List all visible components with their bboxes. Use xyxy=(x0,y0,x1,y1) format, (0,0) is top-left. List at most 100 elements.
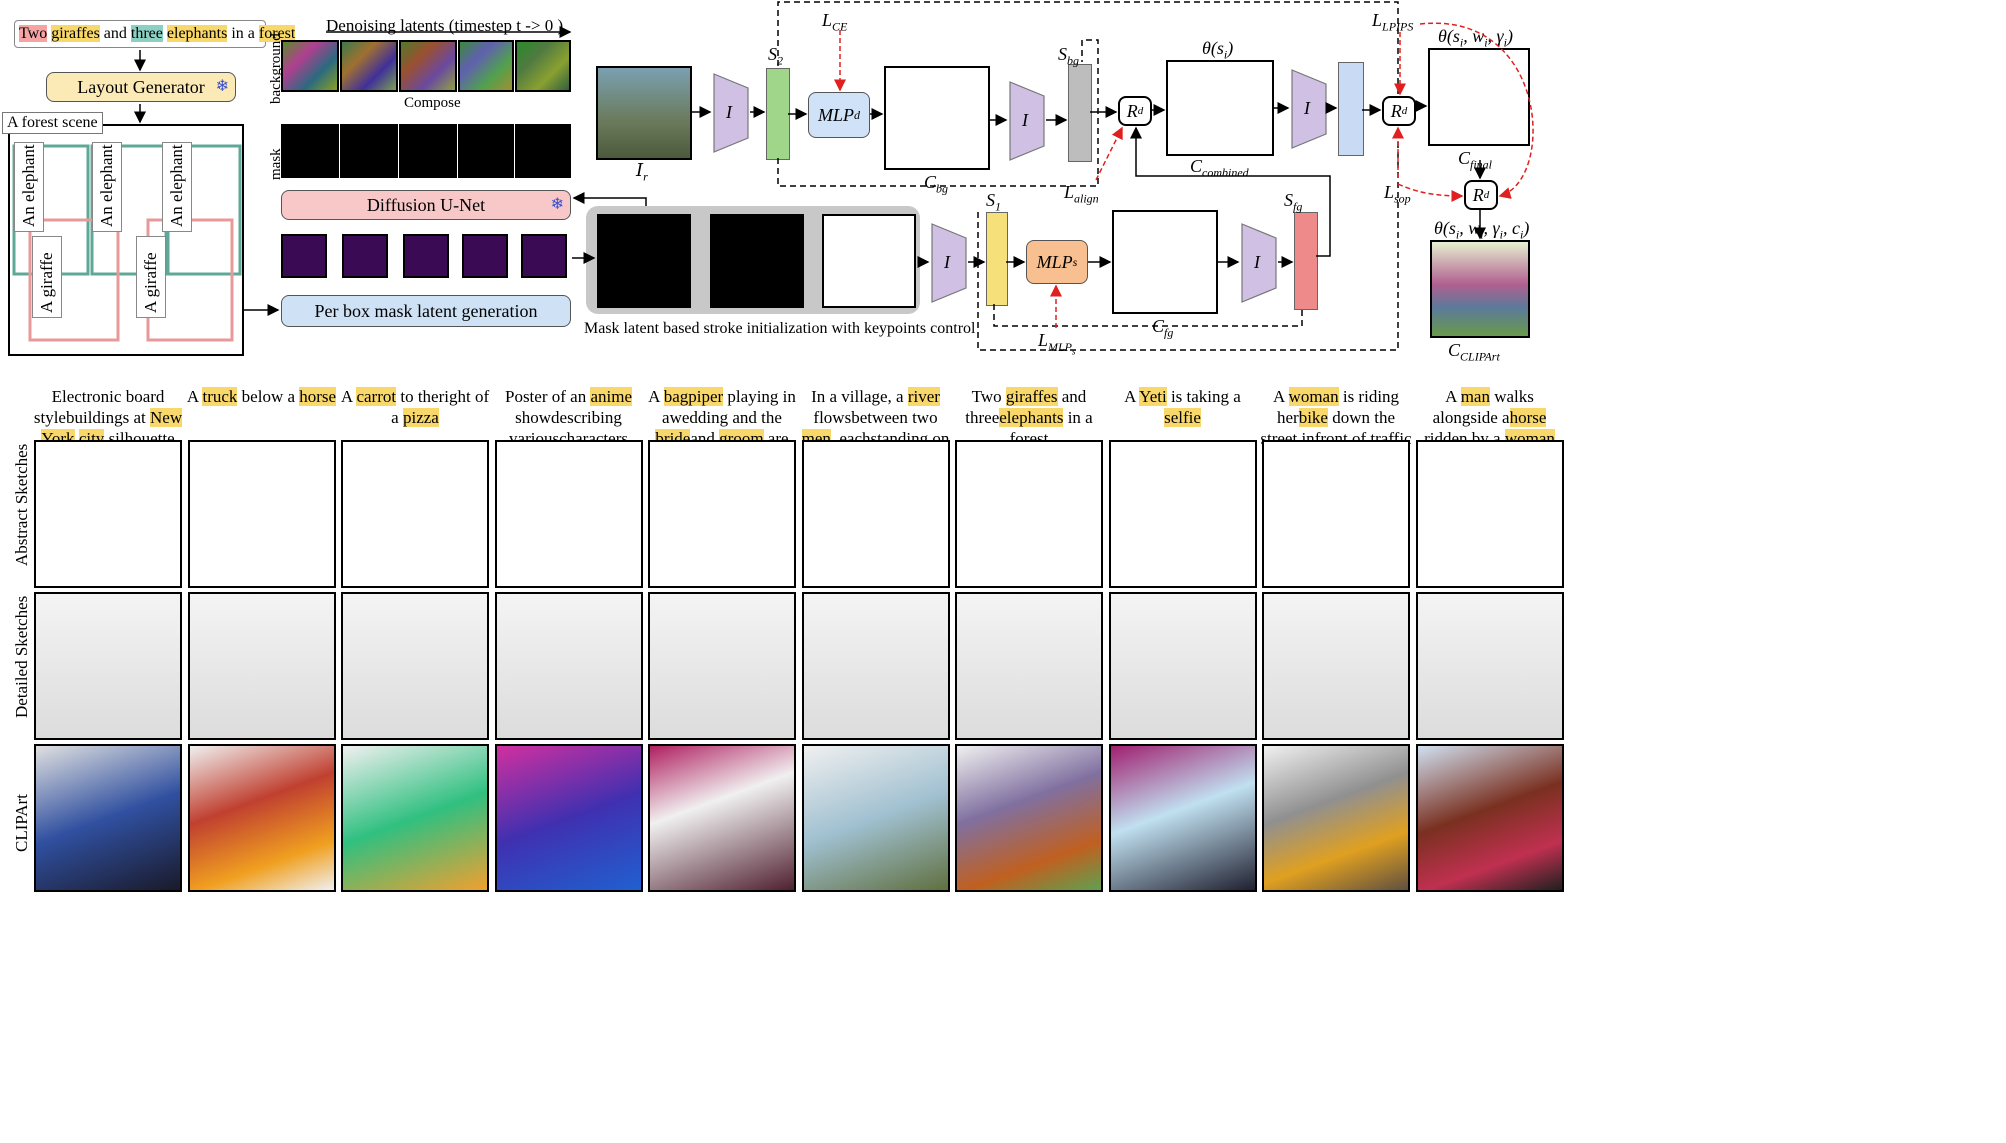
caption-part: is riding her xyxy=(1276,387,1400,427)
detailed-sketch-tile xyxy=(648,592,796,740)
abstract-sketch-tile xyxy=(494,440,643,588)
caption-part: river xyxy=(907,387,940,406)
reference-image xyxy=(596,66,692,160)
prompt-part: elephants xyxy=(166,25,228,42)
caption-part: is taking a xyxy=(1166,387,1241,406)
caption-part: bagpiper xyxy=(663,387,724,406)
background-latent-tile xyxy=(340,40,398,92)
caption-part: playing in a xyxy=(662,387,796,427)
layout-generator-box: Layout Generator ❄ xyxy=(46,72,236,102)
detailed-sketch-tile xyxy=(494,592,643,740)
column-caption: Poster of an anime showdescribing variou… xyxy=(491,386,647,449)
box-label-elephant: An elephant xyxy=(14,142,44,232)
caption-part: selfie xyxy=(1164,408,1201,427)
encoder-i-3: I xyxy=(1291,69,1327,149)
per-box-generation-label: Per box mask latent generation xyxy=(314,300,538,321)
caption-part: A xyxy=(1445,387,1461,406)
clipart-tile xyxy=(648,744,796,892)
cclipart-image xyxy=(1430,240,1530,338)
per-box-mask-tile xyxy=(342,234,388,278)
caption-part: horse xyxy=(299,387,337,406)
per-box-mask-tile xyxy=(462,234,508,278)
diagram-connectors xyxy=(134,1,1534,351)
detailed-sketch-tile xyxy=(187,592,336,740)
detailed-sketch-tile xyxy=(801,592,950,740)
column-caption: A Yeti is taking a selfie xyxy=(1105,386,1261,428)
loss-align: Lalign xyxy=(1064,182,1099,206)
caption-part: New xyxy=(150,408,183,427)
background-latent-tile xyxy=(399,40,457,92)
box-label-giraffe: A giraffe xyxy=(136,236,166,318)
caption-part: A xyxy=(648,387,664,406)
sbg-vector xyxy=(1068,64,1092,162)
caption-part: A xyxy=(340,387,357,406)
caption-part: A xyxy=(1124,387,1140,406)
prompt-part: in a xyxy=(231,25,255,42)
loss-lpips: LLPIPS xyxy=(1372,10,1414,34)
sfg-vector xyxy=(1294,212,1318,310)
box-label-elephant: An elephant xyxy=(162,142,192,232)
caption-part: man xyxy=(1460,387,1490,406)
abstract-sketch-tile xyxy=(801,440,950,588)
clipart-tile xyxy=(801,744,950,892)
sfg-symbol: Sfg xyxy=(1284,190,1303,214)
caption-part: horse xyxy=(1509,408,1547,427)
per-box-generation-box: Per box mask latent generation xyxy=(281,295,571,327)
caption-part: buildings at xyxy=(65,408,151,427)
encoder-i-1: I xyxy=(713,73,749,153)
stroke-mask-tile xyxy=(597,214,691,308)
caption-part: bike xyxy=(1298,408,1328,427)
caption-part: giraffes xyxy=(1005,387,1058,406)
caption-part: A xyxy=(186,387,203,406)
caption-part: wedding and the xyxy=(669,408,782,427)
ccombined-sketch xyxy=(1166,60,1274,156)
svg-text:I: I xyxy=(943,252,951,272)
caption-part: right of a xyxy=(391,387,490,427)
frozen-icon: ❄ xyxy=(550,196,564,213)
sbg-symbol: Sbg xyxy=(1058,44,1079,68)
svg-text:I: I xyxy=(1021,110,1029,130)
caption-part: elephants xyxy=(999,408,1064,427)
abstract-sketch-tile xyxy=(955,440,1103,588)
caption-part: truck xyxy=(202,387,238,406)
clipart-tile xyxy=(1108,744,1257,892)
svg-text:I: I xyxy=(725,102,733,122)
ir-symbol: Ir xyxy=(636,160,648,184)
cbg-sketch xyxy=(884,66,990,170)
column-caption: Two giraffes and threeelephants in a for… xyxy=(951,386,1107,449)
caption-part: In a village, a xyxy=(811,387,908,406)
caption-part: walks alongside a xyxy=(1432,387,1534,427)
caption-part: Poster of an xyxy=(504,387,591,406)
cfg-symbol: Cfg xyxy=(1152,316,1174,340)
compose-label: Compose xyxy=(404,95,461,111)
detailed-sketch-tile xyxy=(955,592,1103,740)
caption-part: below a xyxy=(237,387,300,406)
detailed-sketch-tile xyxy=(1262,592,1410,740)
caption-part: pizza xyxy=(402,408,439,427)
loss-ce: LCE xyxy=(822,10,848,34)
prompt-box: Two giraffes and three elephants in a fo… xyxy=(14,20,296,48)
s1-vector xyxy=(986,212,1008,306)
caption-part: between two xyxy=(851,408,938,427)
diffusion-unet-label: Diffusion U-Net xyxy=(366,194,486,215)
detailed-sketch-tile xyxy=(341,592,489,740)
abstract-sketch-tile xyxy=(1108,440,1257,588)
caption-part: and three xyxy=(965,387,1087,427)
prompt-part: three xyxy=(130,25,163,42)
svg-text:I: I xyxy=(1253,252,1261,272)
clipart-tile xyxy=(341,744,489,892)
box-label-giraffe: A giraffe xyxy=(32,236,62,318)
cbg-symbol: Cbg xyxy=(924,172,949,196)
cclipart-symbol: CCLIPArt xyxy=(1448,340,1500,364)
stroke-init-caption: Mask latent based stroke initialization … xyxy=(584,320,976,337)
detailed-sketch-tile xyxy=(34,592,182,740)
mask-latent-tile xyxy=(340,124,398,178)
caption-part: Two xyxy=(971,387,1006,406)
background-latent-tile xyxy=(281,40,339,92)
caption-part: anime xyxy=(590,387,632,406)
mask-latent-tile xyxy=(281,124,339,178)
abstract-sketch-tile xyxy=(1415,440,1564,588)
clipart-tile xyxy=(187,744,336,892)
